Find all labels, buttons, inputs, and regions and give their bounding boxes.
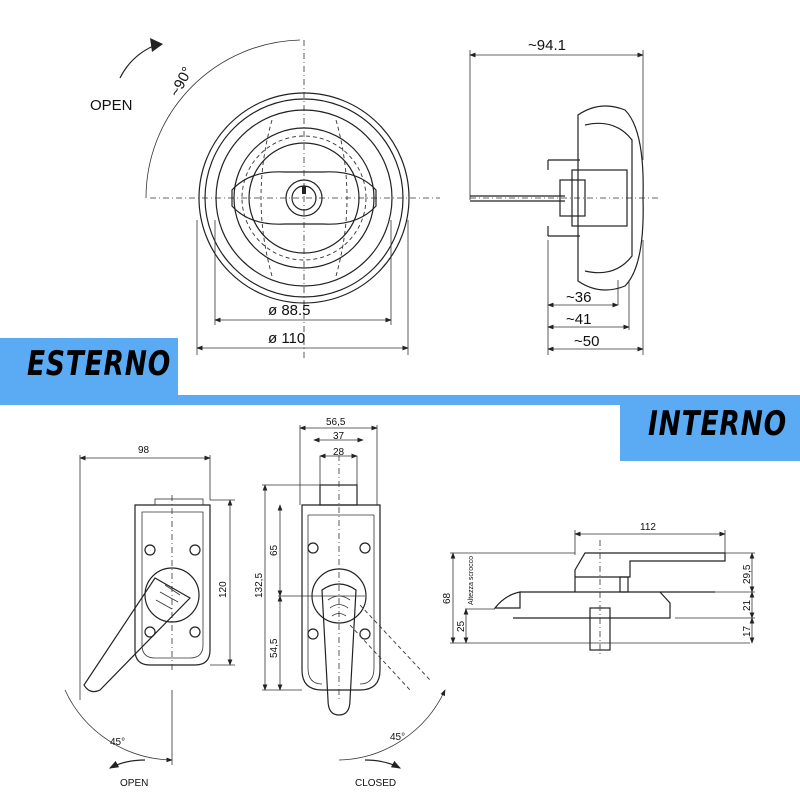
dim-50: ~50 <box>574 333 599 350</box>
dim-120: 120 <box>218 581 229 598</box>
rotation-open-label: OPEN <box>90 97 133 114</box>
dim-outer-diameter: ø 110 <box>268 330 305 347</box>
interior-front-view-closed: 56,5 37 28 132,5 65 54,5 45° CLOSED <box>254 417 446 789</box>
dim-21: 21 <box>742 599 753 611</box>
open-label: OPEN <box>120 778 148 789</box>
interno-label: INTERNO <box>648 404 787 444</box>
dim-65: 65 <box>269 544 280 556</box>
banner-divider-stripe <box>0 395 800 405</box>
dim-112: 112 <box>640 522 656 533</box>
dim-98: 98 <box>138 445 150 456</box>
dim-132-5: 132,5 <box>254 573 265 598</box>
dim-54-5: 54,5 <box>269 638 280 658</box>
dim-25: 25 <box>456 620 467 632</box>
side-view-round-handle: ~94.1 ~36 ~41 ~50 <box>469 37 660 355</box>
esterno-banner <box>0 338 178 398</box>
dim-width-94: ~94.1 <box>528 37 566 54</box>
interior-front-view-open: 98 120 45° OPEN <box>64 445 235 789</box>
dim-29-5: 29,5 <box>742 564 753 584</box>
closed-label: CLOSED <box>355 778 396 789</box>
dim-inner-diameter: ø 88.5 <box>268 302 311 319</box>
latch-height-label: Altezza scrocco <box>468 556 475 605</box>
angle-45-closed: 45° <box>390 732 405 743</box>
dim-17: 17 <box>742 625 753 637</box>
dim-68: 68 <box>442 592 453 604</box>
dim-56-5: 56,5 <box>326 417 346 428</box>
dim-37: 37 <box>333 431 345 442</box>
angle-45-open: 45° <box>110 737 125 748</box>
dim-28: 28 <box>333 447 345 458</box>
dim-36: ~36 <box>566 289 591 306</box>
interior-side-view: 112 68 25 Altezza scrocco 29,5 21 17 <box>442 522 755 655</box>
rotation-angle-label: ~90° <box>167 64 197 100</box>
esterno-label: ESTERNO <box>27 344 172 384</box>
dim-41: ~41 <box>566 311 591 328</box>
interno-banner <box>620 395 800 461</box>
front-view-round-handle: OPEN ~90° ø 88.5 ø 110 <box>90 38 440 360</box>
